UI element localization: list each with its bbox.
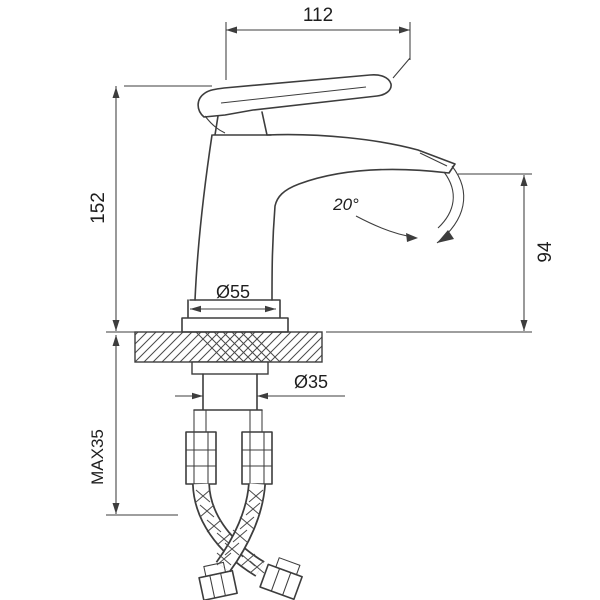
- flow-arrowhead: [437, 230, 454, 243]
- mounting-hardware: [185, 361, 273, 485]
- hose-right-inner: [217, 483, 265, 572]
- body-left-side: [194, 134, 213, 301]
- supply-hoses: [192, 483, 303, 600]
- dim-label-spout-angle: 20°: [332, 195, 359, 214]
- hatch-mask-left: [92, 328, 135, 366]
- cartridge-neck: [212, 111, 272, 136]
- outlet-curve-outer: [436, 165, 465, 244]
- dim-label-height-right: 94: [535, 241, 556, 263]
- countertop-section: [92, 328, 395, 366]
- hose-left-inner: [193, 483, 264, 576]
- dimension-max-thickness: MAX35: [88, 335, 178, 516]
- hatch-mask-right: [322, 328, 395, 366]
- faucet-outline: [181, 74, 465, 333]
- outlet-curve-inner: [437, 171, 454, 229]
- hose-right-braid: [216, 489, 264, 566]
- dim-label-height-left: 152: [88, 192, 109, 224]
- countertop-hatch-lines: [107, 331, 346, 363]
- handle-lever: [197, 74, 392, 118]
- handle-pivot-arc: [204, 115, 226, 134]
- mounting-washer: [191, 361, 269, 375]
- mount-hole-cross-lines: [195, 331, 281, 363]
- dimension-shank-diameter: Ø35: [175, 372, 345, 400]
- hose-end-nut-left: [198, 561, 238, 600]
- hose-connector-right: [241, 431, 273, 485]
- supply-tubes: [193, 410, 263, 432]
- hose-connector-left: [185, 431, 217, 485]
- spout-tip-inner-line: [419, 152, 448, 167]
- hose-end-nut-right: [259, 557, 303, 600]
- spout-outline: [266, 133, 456, 301]
- threaded-shank: [193, 373, 263, 411]
- dimension-height-left: 152: [88, 85, 212, 333]
- dim-label-max-thickness: MAX35: [88, 429, 107, 485]
- dimension-base-diameter: Ø55: [190, 282, 276, 313]
- dim-label-base-diameter: Ø55: [216, 282, 250, 302]
- annotation-spout-angle: 20°: [332, 195, 454, 243]
- base-block: [181, 299, 289, 333]
- dim-label-width-top: 112: [303, 5, 333, 26]
- dim-label-shank-diameter: Ø35: [294, 372, 328, 392]
- dimension-height-right: 94: [326, 173, 556, 333]
- handle-inner-line: [220, 86, 367, 104]
- dimension-width-top: 112: [225, 5, 411, 80]
